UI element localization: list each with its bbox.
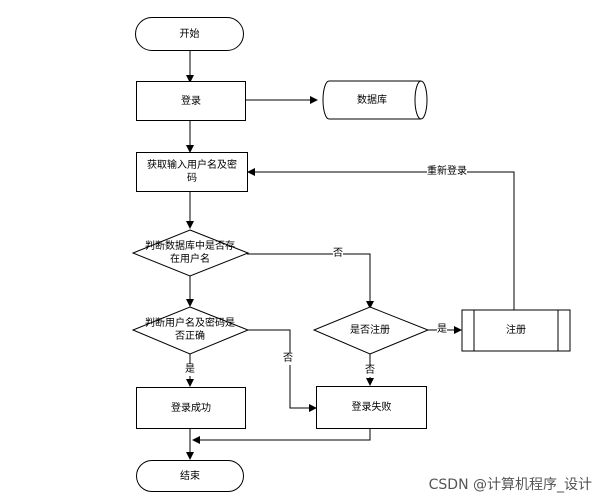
start-label: 开始 — [179, 28, 200, 40]
get-input-label: 获取输入用户名及密码 — [147, 160, 237, 184]
login-fail-process: 登录失败 — [316, 386, 427, 429]
arrow-no-register — [247, 253, 374, 309]
check-correct-label: 判断用户名及密码是否正确 — [145, 318, 235, 342]
end-terminal: 结束 — [136, 460, 244, 492]
get-input-process: 获取输入用户名及密码 — [136, 152, 248, 192]
register-label: 注册 — [506, 325, 526, 336]
register-node: 注册 — [474, 312, 558, 349]
is-register-label: 是否注册 — [350, 324, 390, 336]
is-register-decision: 是否注册 — [330, 320, 410, 340]
check-correct-decision: 判断用户名及密码是否正确 — [145, 313, 235, 347]
start-terminal: 开始 — [135, 17, 244, 51]
login-success-process: 登录成功 — [136, 387, 246, 429]
edge-label-yes-correct: 是 — [185, 364, 195, 376]
database-label: 数据库 — [357, 94, 387, 106]
login-label: 登录 — [181, 95, 201, 107]
check-exists-label: 判断数据库中是否存在用户名 — [145, 241, 235, 265]
arrow-relogin — [247, 168, 515, 310]
edge-label-yes-register: 是 — [437, 324, 447, 336]
login-process: 登录 — [136, 81, 246, 121]
check-exists-decision: 判断数据库中是否存在用户名 — [145, 236, 235, 270]
watermark: CSDN @计算机程序_设计 — [428, 477, 592, 493]
decision-check-correct-shape — [131, 306, 250, 355]
login-fail-label: 登录失败 — [351, 402, 392, 413]
edge-label-no-correct: 否 — [283, 353, 293, 365]
decision-is-register-shape — [312, 306, 430, 355]
end-label: 结束 — [180, 470, 200, 482]
arrow-no-fail-2 — [247, 329, 317, 412]
arrow-fail-merge — [192, 429, 371, 444]
edge-label-no-register: 否 — [365, 365, 375, 377]
register-shape — [461, 309, 571, 352]
login-success-label: 登录成功 — [171, 402, 211, 414]
decision-check-exists-shape — [131, 229, 250, 277]
edge-label-no-exists: 否 — [333, 248, 343, 260]
database-node: 数据库 — [322, 81, 422, 119]
edge-label-relogin: 重新登录 — [427, 166, 467, 178]
